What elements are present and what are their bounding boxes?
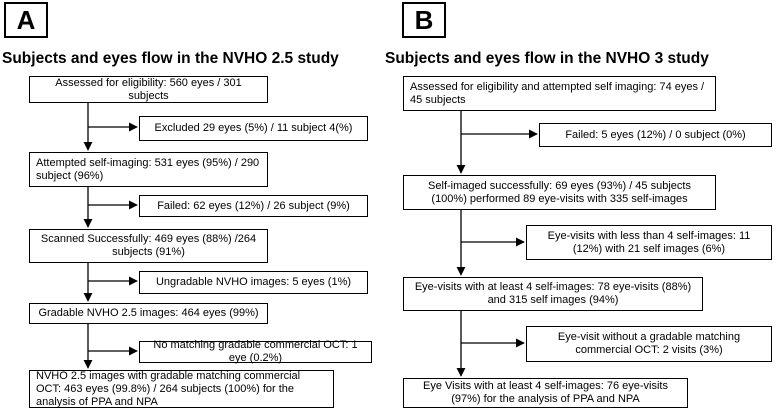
box-b-at-least-4: Eye-visits with at least 4 self-images: … <box>403 277 703 311</box>
box-b-less-than-4: Eye-visits with less than 4 self-images:… <box>526 225 772 260</box>
box-a-ungradable: Ungradable NVHO images: 5 eyes (1%) <box>139 271 368 294</box>
panel-a-label: A <box>4 2 48 38</box>
box-a-attempted: Attempted self-imaging: 531 eyes (95%) /… <box>29 152 268 187</box>
box-b-without-gradable: Eye-visit without a gradable matching co… <box>526 326 772 362</box>
box-a-excluded: Excluded 29 eyes (5%) / 11 subject 4(%) <box>139 116 368 141</box>
panel-b-label: B <box>402 2 446 38</box>
panel-a-title: Subjects and eyes flow in the NVHO 2.5 s… <box>2 50 339 67</box>
box-b-final: Eye Visits with at least 4 self-images: … <box>403 378 688 408</box>
box-a-final: NVHO 2.5 images with gradable matching c… <box>29 370 334 408</box>
box-b-failed: Failed: 5 eyes (12%) / 0 subject (0%) <box>539 123 772 147</box>
box-a-gradable: Gradable NVHO 2.5 images: 464 eyes (99%) <box>29 303 268 324</box>
box-b-assessed: Assessed for eligibility and attempted s… <box>403 76 716 111</box>
box-b-self-imaged: Self-imaged successfully: 69 eyes (93%) … <box>403 175 716 210</box>
box-a-no-matching: No matching gradable commercial OCT: 1 e… <box>139 339 372 364</box>
box-a-scanned: Scanned Successfully: 469 eyes (88%) /26… <box>29 229 268 263</box>
box-a-failed: Failed: 62 eyes (12%) / 26 subject (9%) <box>139 195 368 217</box>
box-a-assessed: Assessed for eligibility: 560 eyes / 301… <box>29 76 268 103</box>
panel-b-title: Subjects and eyes flow in the NVHO 3 stu… <box>385 50 709 67</box>
